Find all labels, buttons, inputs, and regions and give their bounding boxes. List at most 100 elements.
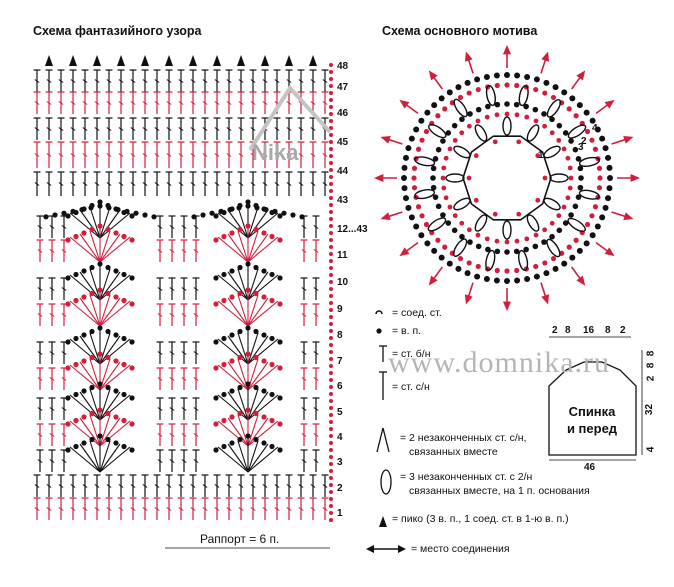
row-number: 1: [337, 508, 343, 519]
cluster-oval: [526, 124, 540, 142]
chain-dot: [415, 146, 422, 152]
stitch-slash: [157, 433, 163, 437]
stitch-slash: [154, 79, 160, 83]
chain-dot: [261, 230, 267, 236]
chain-dot: [513, 101, 520, 108]
chain-dot: [442, 106, 448, 112]
chain-dot: [329, 105, 333, 109]
dim-bottom: 46: [584, 462, 596, 473]
stitch-slash: [190, 79, 196, 83]
chain-dot: [329, 84, 333, 88]
chain-dot: [514, 267, 520, 274]
chain-dot: [583, 109, 590, 116]
stitch-slash: [310, 484, 316, 488]
chain-dot: [81, 294, 87, 300]
stitch-slash: [82, 79, 88, 83]
chain-dot: [568, 138, 574, 144]
fan-stitch: [247, 417, 269, 447]
fan-stitch: [89, 268, 101, 301]
stitch-slash: [82, 484, 88, 488]
fan-stitch: [247, 388, 259, 421]
fan-stitch: [79, 335, 101, 365]
chain-dot: [504, 72, 510, 78]
chain-dot: [269, 271, 275, 278]
chain-dot: [447, 204, 453, 210]
chain-dot: [105, 264, 111, 271]
stitch-slash: [166, 101, 172, 105]
row-number: 43: [337, 195, 349, 206]
stitch-slash: [70, 182, 76, 186]
stitch-slash: [301, 459, 307, 463]
stitch-slash: [313, 287, 319, 291]
chain-dot: [438, 254, 445, 261]
chain-dot: [475, 263, 481, 270]
chain-dot: [245, 199, 251, 205]
chain-dot: [440, 212, 446, 218]
chain-dot: [65, 421, 71, 427]
cluster-oval: [445, 173, 465, 183]
chain-dot: [329, 511, 333, 515]
chain-dot: [105, 328, 111, 335]
chain-dot: [466, 227, 472, 233]
fan-stitch: [247, 274, 279, 301]
chain-dot: [565, 155, 571, 161]
fan-stitch: [99, 297, 121, 327]
stitch-slash: [94, 101, 100, 105]
stitch-slash: [250, 127, 256, 131]
chain-dot: [329, 91, 333, 95]
stitch-slash: [178, 79, 184, 83]
chain-dot: [97, 351, 103, 357]
schematic-label-line1: Спинка: [568, 404, 616, 419]
stitch-slash: [169, 377, 175, 381]
chain-dot: [329, 301, 333, 305]
chain-dot: [229, 358, 235, 364]
stitch-slash: [226, 127, 232, 131]
chain-dot: [253, 384, 259, 391]
chain-dot: [245, 203, 251, 209]
chain-dot: [253, 436, 259, 443]
chain-dot: [81, 388, 87, 394]
chain-dot: [411, 165, 418, 171]
fan-stitch: [79, 209, 101, 239]
fan-stitch: [217, 364, 249, 391]
chain-dot: [430, 184, 437, 191]
stitch-slash: [70, 484, 76, 488]
chain-dot: [549, 233, 555, 240]
legend-double-crochet: = ст. б/н: [392, 348, 431, 360]
cluster-oval: [546, 99, 562, 118]
fan-stitch: [247, 268, 259, 301]
chain-dot: [411, 175, 417, 181]
chain-dot: [329, 238, 333, 242]
chain-dot: [329, 217, 333, 221]
stitch-slash: [166, 127, 172, 131]
chain-dot: [113, 268, 119, 274]
chain-dot: [569, 254, 576, 261]
fan-stitch: [237, 440, 249, 473]
cluster-oval: [518, 85, 529, 107]
fan-stitch: [99, 414, 111, 447]
chain-dot: [514, 82, 520, 89]
cluster2-icon: [376, 427, 390, 453]
chain-dot: [329, 420, 333, 424]
chain-dot: [89, 264, 95, 271]
chain-dot: [419, 213, 425, 219]
stitch-slash: [49, 459, 55, 463]
stitch-slash: [322, 507, 328, 511]
stitch-slash: [169, 287, 175, 291]
stitch-slash: [262, 507, 268, 511]
chain-dot: [253, 264, 259, 271]
chain-dot: [533, 76, 540, 83]
chain-dot: [413, 126, 420, 133]
chain-dot: [129, 237, 135, 243]
stitch-slash: [130, 484, 136, 488]
picot-mark: [69, 55, 77, 66]
fan-stitch: [237, 388, 249, 421]
chain-dot: [105, 384, 111, 391]
stitch-slash: [70, 79, 76, 83]
chain-dot: [97, 325, 103, 331]
stitch-slash: [193, 433, 199, 437]
chain-dot: [514, 112, 520, 118]
chain-dot: [568, 175, 574, 181]
chain-dot: [459, 116, 465, 123]
stitch-slash: [301, 351, 307, 355]
